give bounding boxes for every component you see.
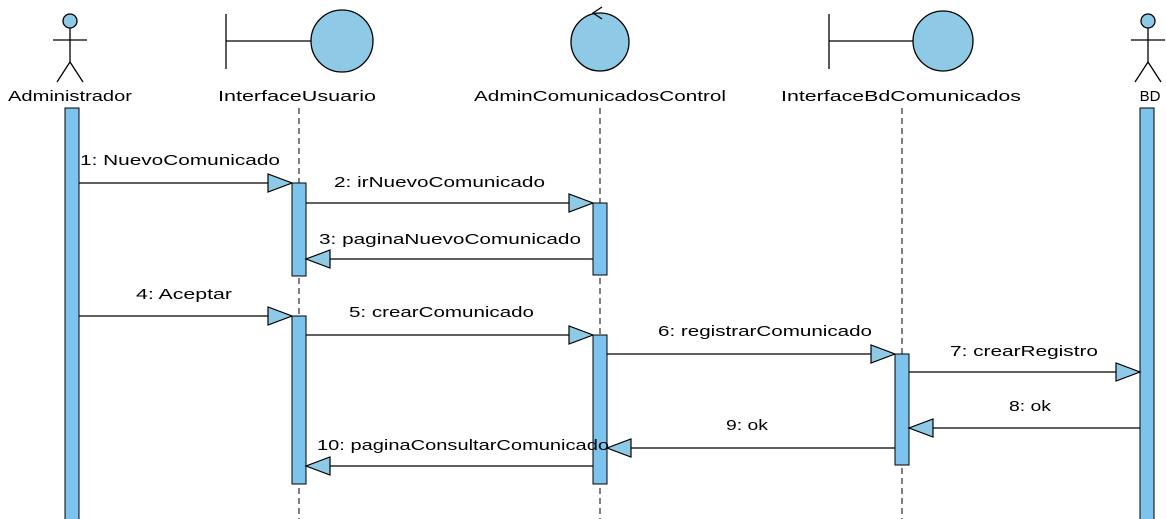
message-1-arrowhead <box>267 173 294 193</box>
activation-bd <box>1139 107 1155 519</box>
message-7-arrowhead <box>1115 362 1142 382</box>
control-admin-comunicados-icon <box>570 6 630 72</box>
message-6-label: 6: registrarComunicado <box>658 323 872 340</box>
boundary-interface-usuario-icon <box>225 9 374 73</box>
activation-interface-usuario-2 <box>291 315 307 485</box>
participant-label-interface-usuario: InterfaceUsuario <box>218 88 376 105</box>
message-6-arrowhead <box>870 344 897 364</box>
activation-interface-bd-comunicados <box>894 353 910 466</box>
message-2-label: 2: irNuevoComunicado <box>334 174 545 191</box>
message-10-arrowhead <box>304 456 331 476</box>
boundary-interface-bd-comunicados-icon <box>828 10 974 72</box>
message-3-label: 3: paginaNuevoComunicado <box>319 231 581 248</box>
message-10-label: 10: paginaConsultarComunicado <box>317 437 609 454</box>
participant-label-interface-bd-comunicados: InterfaceBdComunicados <box>781 88 1021 105</box>
message-5-label: 5: crearComunicado <box>349 304 534 321</box>
activation-control-1 <box>592 202 608 276</box>
message-8-arrowhead <box>907 418 934 438</box>
message-2-arrowhead <box>568 193 595 213</box>
activation-control-2 <box>592 334 608 485</box>
message-9-arrowhead <box>605 438 632 458</box>
participant-label-admin-comunicados-control: AdminComunicadosControl <box>474 88 726 105</box>
message-8-label: 8: ok <box>1009 398 1052 415</box>
activation-interface-usuario-1 <box>291 182 307 277</box>
participant-label-bd: BD <box>1140 88 1161 105</box>
message-5-arrowhead <box>568 325 595 345</box>
message-4-arrowhead <box>267 306 294 326</box>
actor-bd-icon <box>1131 13 1165 83</box>
participant-label-administrador: Administrador <box>8 88 132 105</box>
message-7-label: 7: crearRegistro <box>950 343 1098 360</box>
message-3-arrowhead <box>304 249 331 269</box>
actor-administrador-icon <box>53 13 87 83</box>
activation-administrador <box>64 107 80 519</box>
message-9-label: 9: ok <box>726 417 769 434</box>
message-1-label: 1: NuevoComunicado <box>80 152 280 169</box>
message-4-label: 4: Aceptar <box>136 286 232 303</box>
